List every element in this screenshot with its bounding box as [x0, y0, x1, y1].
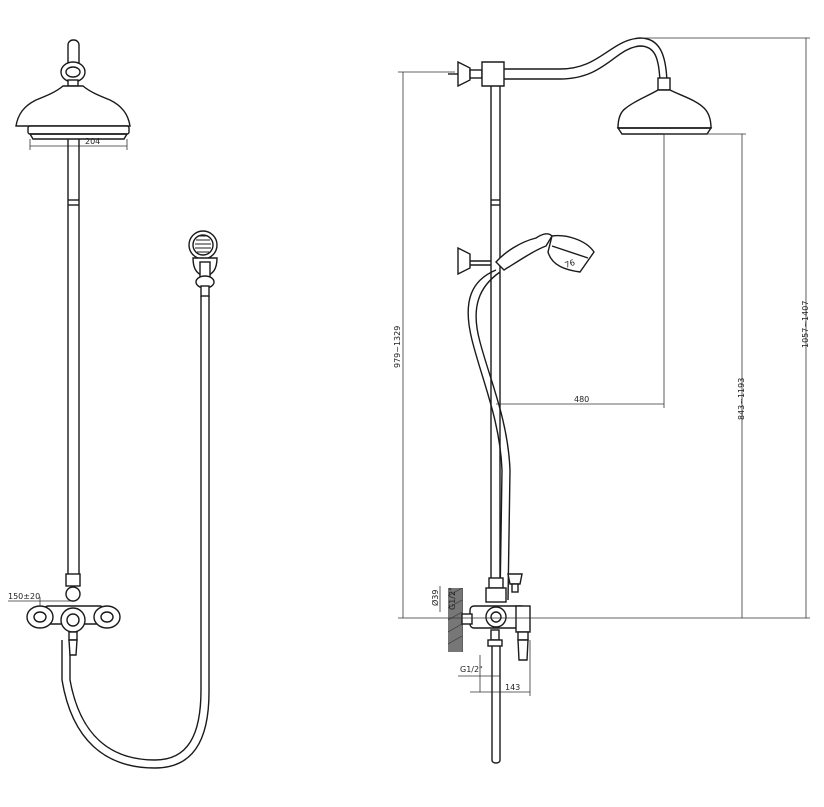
arm-projection-dimension: 480	[496, 134, 665, 408]
inlet-thread-upper-label: G1/2"	[448, 587, 457, 610]
side-lower-pipe	[491, 646, 501, 764]
front-rain-shower-head	[15, 85, 131, 140]
front-hose	[61, 296, 210, 769]
front-hand-shower	[188, 230, 218, 297]
side-rain-shower-head	[616, 89, 713, 135]
wall-section	[447, 587, 473, 652]
inlet-dimensions: Ø39 G1/2" G1/2" 143	[430, 586, 531, 696]
side-gooseneck-arm	[504, 37, 671, 91]
side-upper-wall-bracket	[448, 60, 505, 88]
head-diameter-label: 204	[85, 137, 100, 146]
overall-height-label: 1057~1407	[801, 301, 810, 348]
head-height-label: 843~1193	[737, 378, 746, 420]
inlet-height-label: Ø39	[430, 590, 440, 606]
handset-diameter-label: 76	[564, 258, 577, 270]
front-riser-rail	[67, 139, 80, 575]
arm-projection-label: 480	[574, 395, 589, 404]
side-view: 76 480	[393, 37, 810, 764]
front-head-connector	[60, 39, 86, 87]
side-valve-body	[469, 573, 531, 661]
centres-dimension: 150±20	[8, 592, 70, 606]
side-hand-shower: 76	[495, 233, 595, 273]
height-dimensions: 979~1329 843~1193 1057~1407	[393, 37, 810, 619]
side-slider-bracket	[457, 246, 491, 276]
side-hose	[467, 269, 511, 601]
centres-label: 150±20	[8, 592, 40, 601]
riser-height-label: 979~1329	[393, 326, 402, 368]
valve-depth-label: 143	[505, 683, 520, 692]
front-valve-body	[26, 573, 121, 656]
inlet-thread-lower-label: G1/2"	[460, 665, 483, 674]
side-riser-rail	[490, 86, 501, 578]
front-view: 204	[8, 39, 218, 769]
